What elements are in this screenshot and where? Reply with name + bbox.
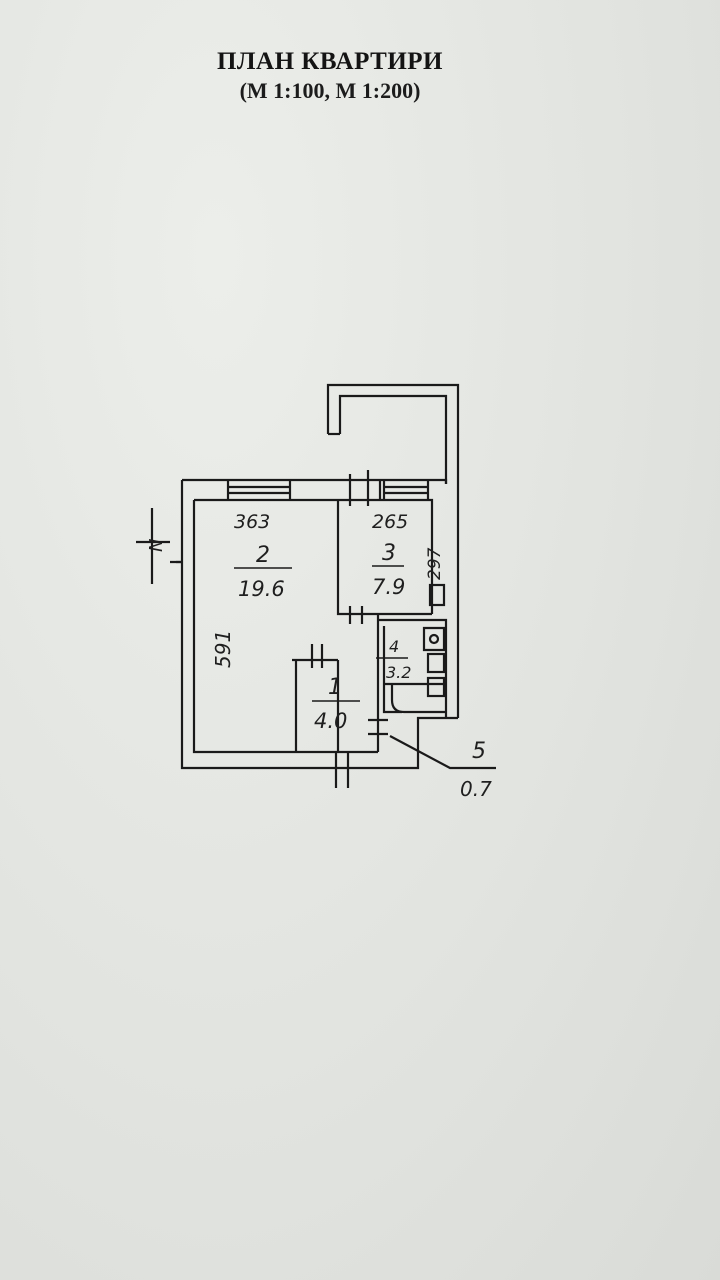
door-room5 [368, 718, 388, 736]
plan-scale: (М 1:100, М 1:200) [239, 78, 421, 103]
north-marker [136, 508, 170, 584]
room2-number: 2 [256, 543, 270, 568]
title-block: ПЛАН КВАРТИРИ (М 1:100, М 1:200) [0, 48, 660, 104]
corridor-partition [292, 658, 338, 752]
balcony-door [348, 470, 382, 506]
room4-area: 3.2 [386, 663, 411, 682]
room3-area: 7.9 [372, 575, 405, 599]
partition-2-3 [336, 500, 432, 616]
entrance-door [334, 752, 350, 788]
balcony-outline [326, 383, 460, 718]
outer-wall [170, 478, 458, 770]
balcony-inner [338, 394, 448, 484]
inner-wall-line [192, 498, 434, 754]
plan-title: ПЛАН КВАРТИРИ [216, 48, 444, 75]
dim-room2-length: 591 [211, 630, 235, 668]
dim-room3-width: 265 [372, 511, 408, 533]
room5-number: 5 [472, 739, 486, 764]
room2-area: 19.6 [238, 577, 285, 601]
bathtub [384, 682, 446, 714]
room1-area: 4.0 [314, 709, 347, 733]
window-room2 [226, 480, 292, 500]
dim-room3-length: 297 [425, 547, 445, 580]
room3-number: 3 [382, 541, 396, 566]
sink [422, 626, 446, 652]
north-label: N [146, 539, 167, 552]
window-room3 [382, 480, 430, 500]
room4-number: 4 [389, 637, 399, 656]
toilet-box [426, 652, 446, 674]
dim-room2-width: 363 [234, 511, 270, 533]
room1-number: 1 [328, 675, 342, 700]
room5-area: 0.7 [460, 777, 492, 801]
room3-box [428, 583, 446, 607]
bathroom-walls [376, 614, 448, 752]
